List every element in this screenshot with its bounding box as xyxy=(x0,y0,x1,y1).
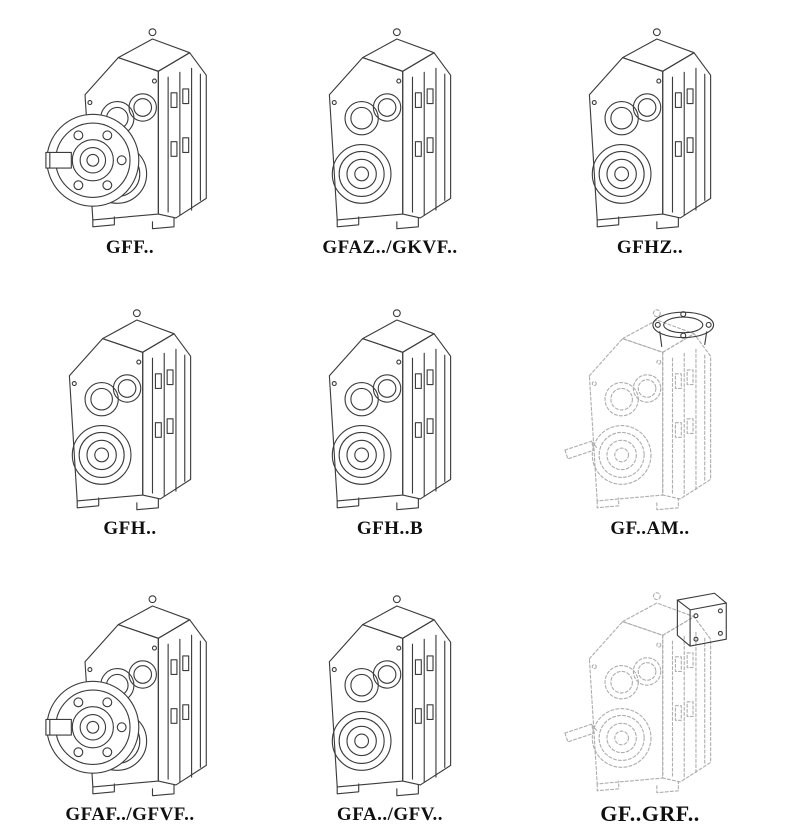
item-label: GFH..B xyxy=(356,517,424,539)
catalog-item-gff: GFF.. xyxy=(40,16,220,265)
gearbox-flange-output-icon xyxy=(42,587,218,803)
gearbox-hollow-shaft-icon xyxy=(588,28,712,230)
gearbox-phantom-input-cover-icon xyxy=(562,584,738,800)
catalog-item-gfaf-gfvf: GFAF../GFVF.. xyxy=(40,578,220,832)
item-label: GFF.. xyxy=(105,237,155,258)
item-label: GFAF../GFVF.. xyxy=(65,804,195,826)
item-label: GFHZ.. xyxy=(616,237,684,258)
gearbox-phantom-motor-flange-icon xyxy=(562,301,738,517)
item-label: GFAZ../GKVF.. xyxy=(322,237,458,258)
catalog-item-gf-grf: GF..GRF.. xyxy=(560,578,740,832)
gearbox-hollow-shaft-icon xyxy=(68,309,192,511)
item-label: GF..GRF.. xyxy=(600,800,700,826)
item-label: GFA../GFV.. xyxy=(336,804,444,826)
gearbox-flange-output-icon xyxy=(42,20,218,236)
catalog-item-gfa-gfv: GFA../GFV.. xyxy=(300,578,480,832)
catalog-item-gfh: GFH.. xyxy=(40,297,220,546)
item-label: GF..AM.. xyxy=(610,517,690,539)
catalog-item-gfh-b: GFH..B xyxy=(300,297,480,546)
gearbox-catalog-page: GFF.. GFAZ../GKVF.. GFHZ.. GFHF.. GFH.. … xyxy=(40,16,740,826)
gearbox-hollow-shaft-icon xyxy=(328,28,452,230)
catalog-item-gfaz-gkvf: GFAZ../GKVF.. xyxy=(300,16,480,265)
gearbox-hollow-shaft-icon xyxy=(328,595,452,797)
catalog-item-gfhz: GFHZ.. xyxy=(560,16,740,265)
gearbox-hollow-shaft-icon xyxy=(328,309,452,511)
item-label: GFH.. xyxy=(103,517,157,539)
catalog-item-gf-am: GF..AM.. xyxy=(560,297,740,546)
